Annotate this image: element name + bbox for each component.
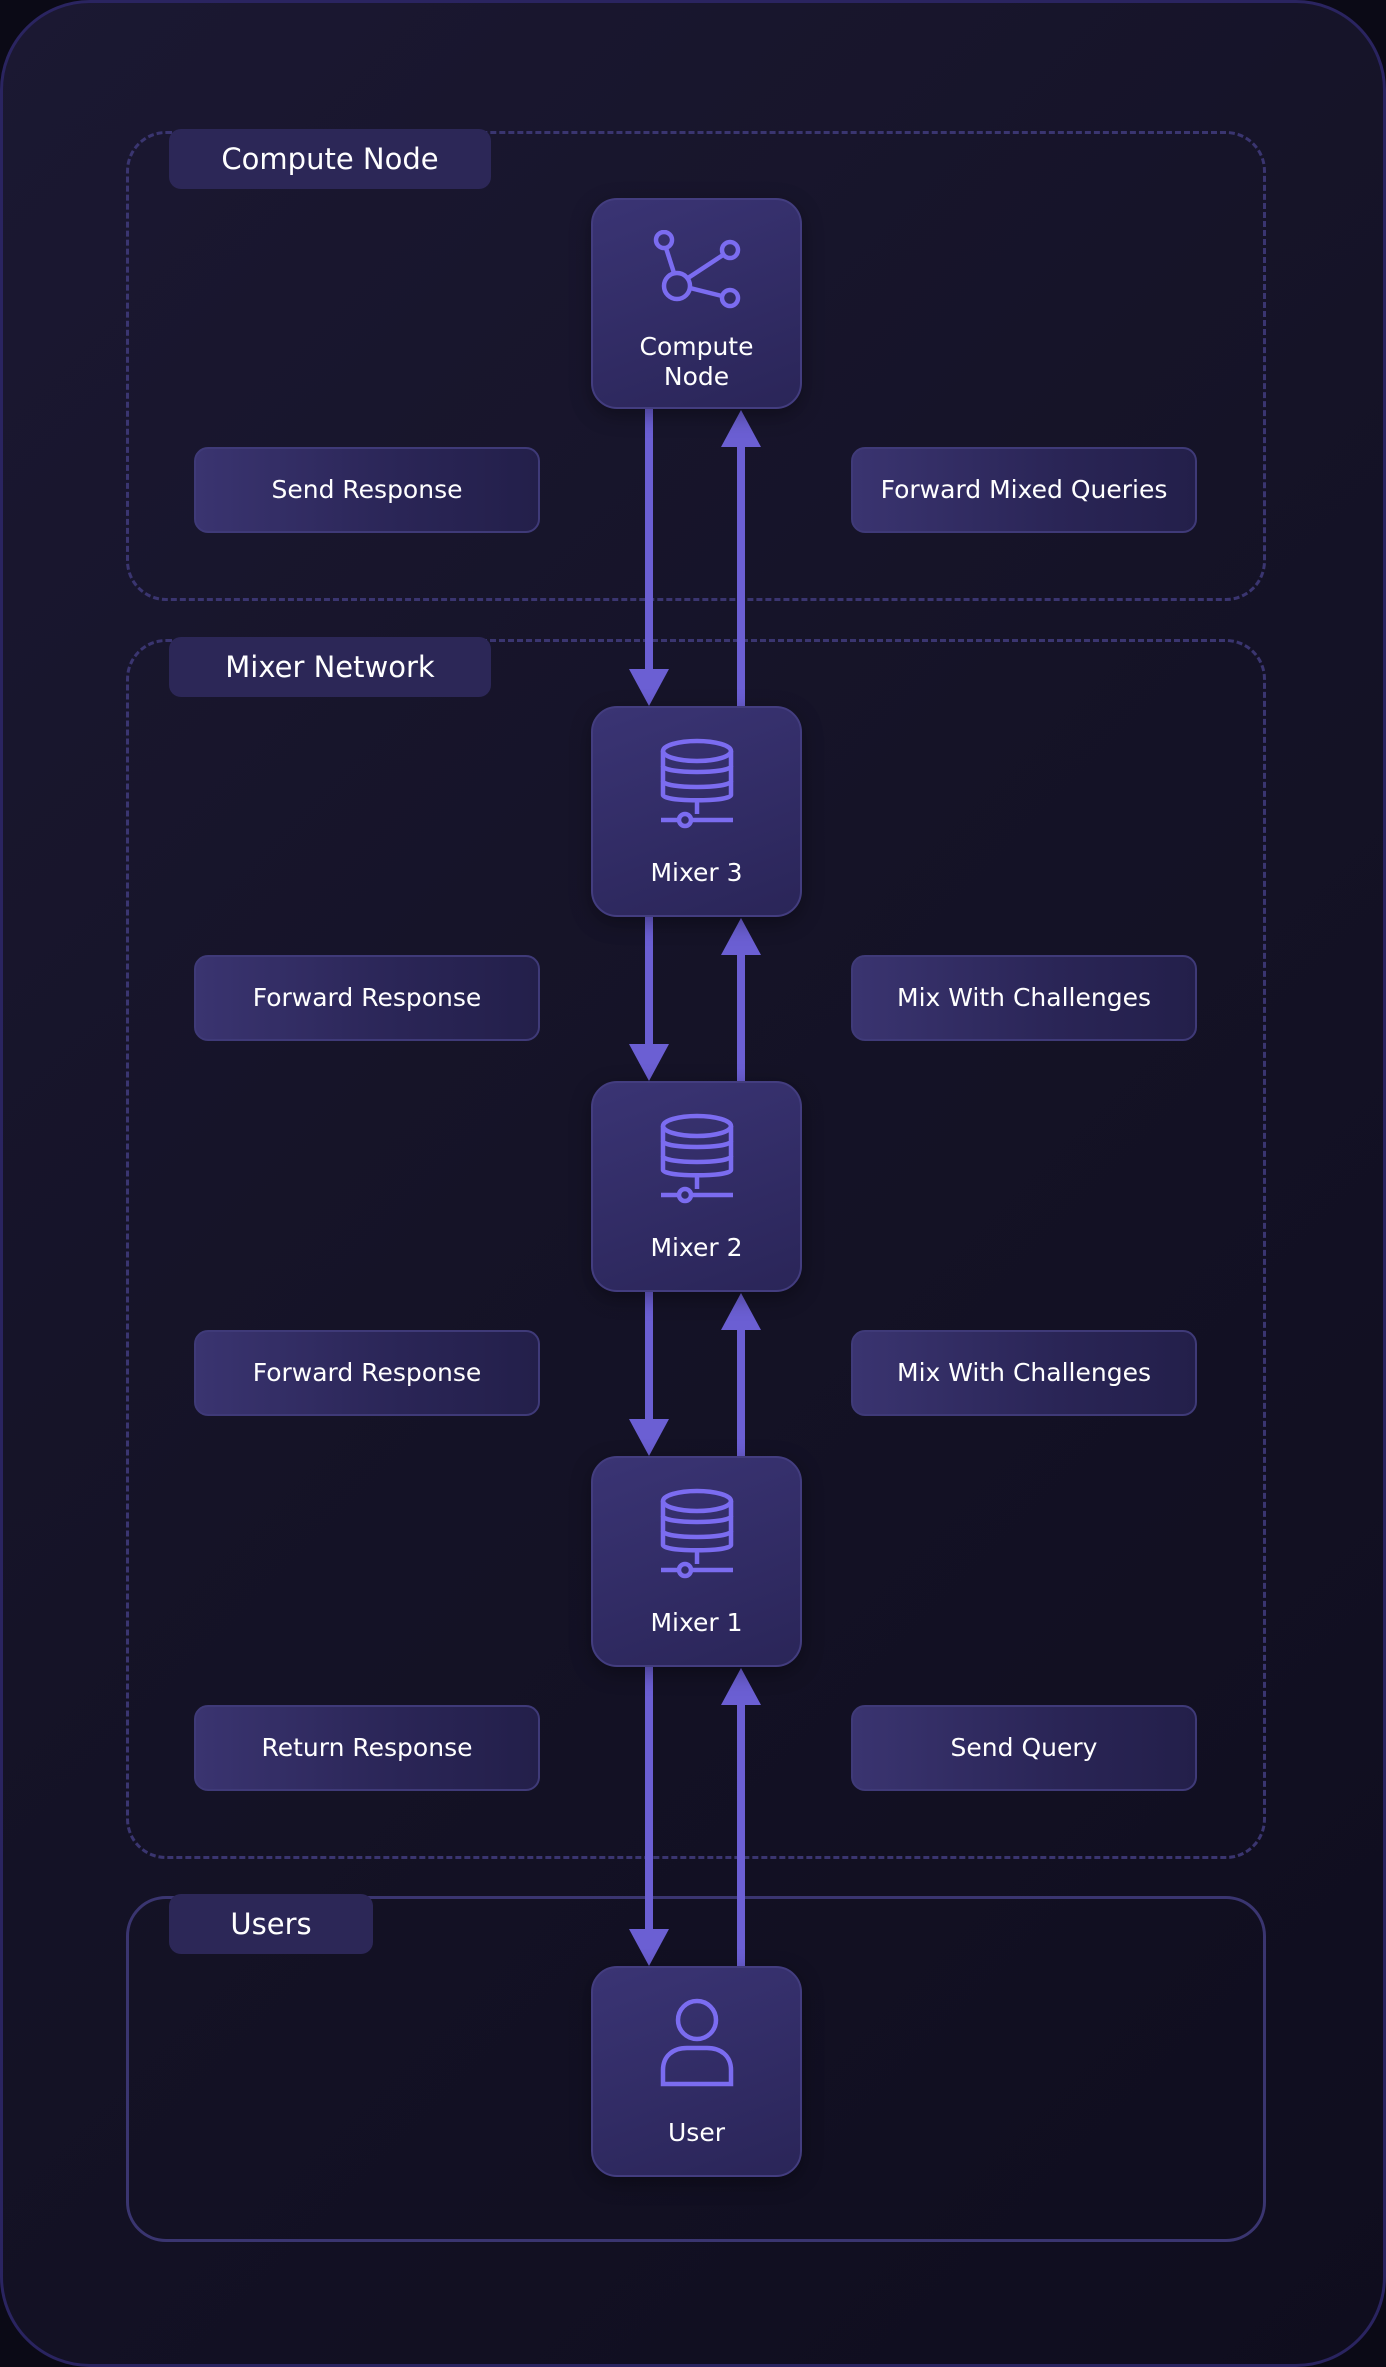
users-group-label: Users	[169, 1894, 373, 1954]
mixer-network-group-label: Mixer Network	[169, 637, 491, 697]
users-group	[126, 1896, 1266, 2242]
arrowhead-up-1	[721, 410, 761, 447]
user-node[interactable]: User	[591, 1966, 802, 2177]
edge-label-mix-with-challenges-3: Mix With Challenges	[851, 955, 1197, 1041]
mixer-2-node[interactable]: Mixer 2	[591, 1081, 802, 1292]
mixer-1-node[interactable]: Mixer 1	[591, 1456, 802, 1667]
edge-label-send-response: Send Response	[194, 447, 540, 533]
edge-label-forward-response-2: Forward Response	[194, 1330, 540, 1416]
database-icon	[660, 1488, 733, 1579]
arrowhead-down-1	[629, 669, 669, 706]
arrowhead-up-3	[721, 1293, 761, 1330]
edge-label-mix-with-challenges-2: Mix With Challenges	[851, 1330, 1197, 1416]
user-icon	[660, 1998, 733, 2087]
mixer-2-label: Mixer 2	[650, 1233, 743, 1262]
compute-node-box[interactable]: Compute Node	[591, 198, 802, 409]
mixer-network-group	[126, 639, 1266, 1859]
arrowhead-down-4	[629, 1929, 669, 1966]
edge-label-forward-response-3: Forward Response	[194, 955, 540, 1041]
compute-node-label-line1: Compute	[639, 332, 754, 361]
network-share-icon	[653, 230, 740, 309]
arrowhead-up-2	[721, 918, 761, 955]
database-icon	[660, 738, 733, 829]
compute-node-group	[126, 131, 1266, 601]
compute-node-group-label: Compute Node	[169, 129, 491, 189]
edge-label-send-query: Send Query	[851, 1705, 1197, 1791]
mixer-3-label: Mixer 3	[650, 858, 743, 887]
flow-arrows	[629, 408, 761, 1966]
compute-node-label-line2: Node	[663, 362, 730, 391]
database-icon	[660, 1113, 733, 1204]
arrowhead-down-2	[629, 1044, 669, 1081]
arrowhead-down-3	[629, 1419, 669, 1456]
edge-label-forward-mixed-queries: Forward Mixed Queries	[851, 447, 1197, 533]
edge-label-return-response: Return Response	[194, 1705, 540, 1791]
user-label: User	[668, 2118, 725, 2147]
mixer-1-label: Mixer 1	[650, 1608, 743, 1637]
mixer-3-node[interactable]: Mixer 3	[591, 706, 802, 917]
arrowhead-up-4	[721, 1668, 761, 1705]
